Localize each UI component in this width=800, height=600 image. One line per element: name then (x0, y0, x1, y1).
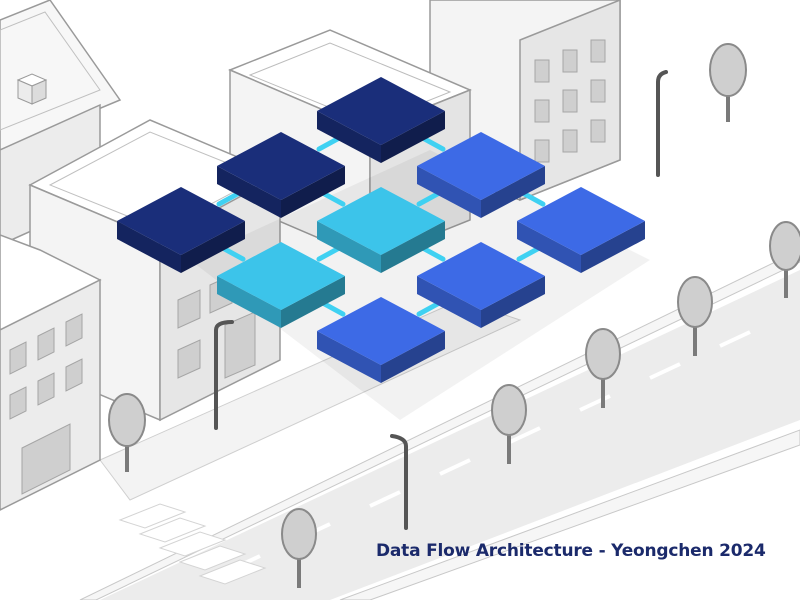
block-lower-right (417, 242, 545, 328)
block-right-face (481, 276, 545, 328)
block-top-face (317, 77, 445, 145)
data-blocks (117, 77, 645, 383)
block-top-face (317, 297, 445, 365)
block-left (117, 187, 245, 273)
block-left-face (317, 111, 381, 163)
block-upper-left (217, 132, 345, 218)
crosswalk (118, 503, 267, 585)
block-top-face (417, 242, 545, 310)
block-right-face (381, 111, 445, 163)
block-right-face (381, 221, 445, 273)
lamp-posts (214, 70, 668, 530)
road (79, 249, 800, 600)
trees (108, 43, 800, 588)
tree-5 (491, 384, 527, 464)
block-top-face (217, 132, 345, 200)
block-left-face (217, 276, 281, 328)
tree-3 (677, 276, 713, 356)
block-top-face (117, 187, 245, 255)
block-left-face (517, 221, 581, 273)
tree-2 (769, 221, 800, 298)
block-right (517, 187, 645, 273)
block-right-face (281, 276, 345, 328)
tree-6 (108, 393, 146, 472)
block-left-face (117, 221, 181, 273)
block-left-face (217, 166, 281, 218)
block-right-face (581, 221, 645, 273)
tree-4 (585, 328, 621, 408)
block-left-face (417, 166, 481, 218)
block-right-face (481, 166, 545, 218)
tree-1 (709, 43, 747, 122)
block-right-face (181, 221, 245, 273)
block-right-face (281, 166, 345, 218)
block-top-face (517, 187, 645, 255)
block-left-face (317, 331, 381, 383)
block-bottom (317, 297, 445, 383)
block-top-face (217, 242, 345, 310)
block-right-face (381, 331, 445, 383)
building-front-left (0, 234, 102, 511)
block-top-face (317, 187, 445, 255)
block-center (317, 187, 445, 273)
block-top-face (417, 132, 545, 200)
caption: Data Flow Architecture - Yeongchen 2024 (376, 541, 766, 561)
block-top (317, 77, 445, 163)
block-lower-left (217, 242, 345, 328)
block-left-face (317, 221, 381, 273)
tree-7 (281, 508, 317, 588)
block-left-face (417, 276, 481, 328)
rooftop-unit (16, 73, 48, 105)
block-upper-right (417, 132, 545, 218)
